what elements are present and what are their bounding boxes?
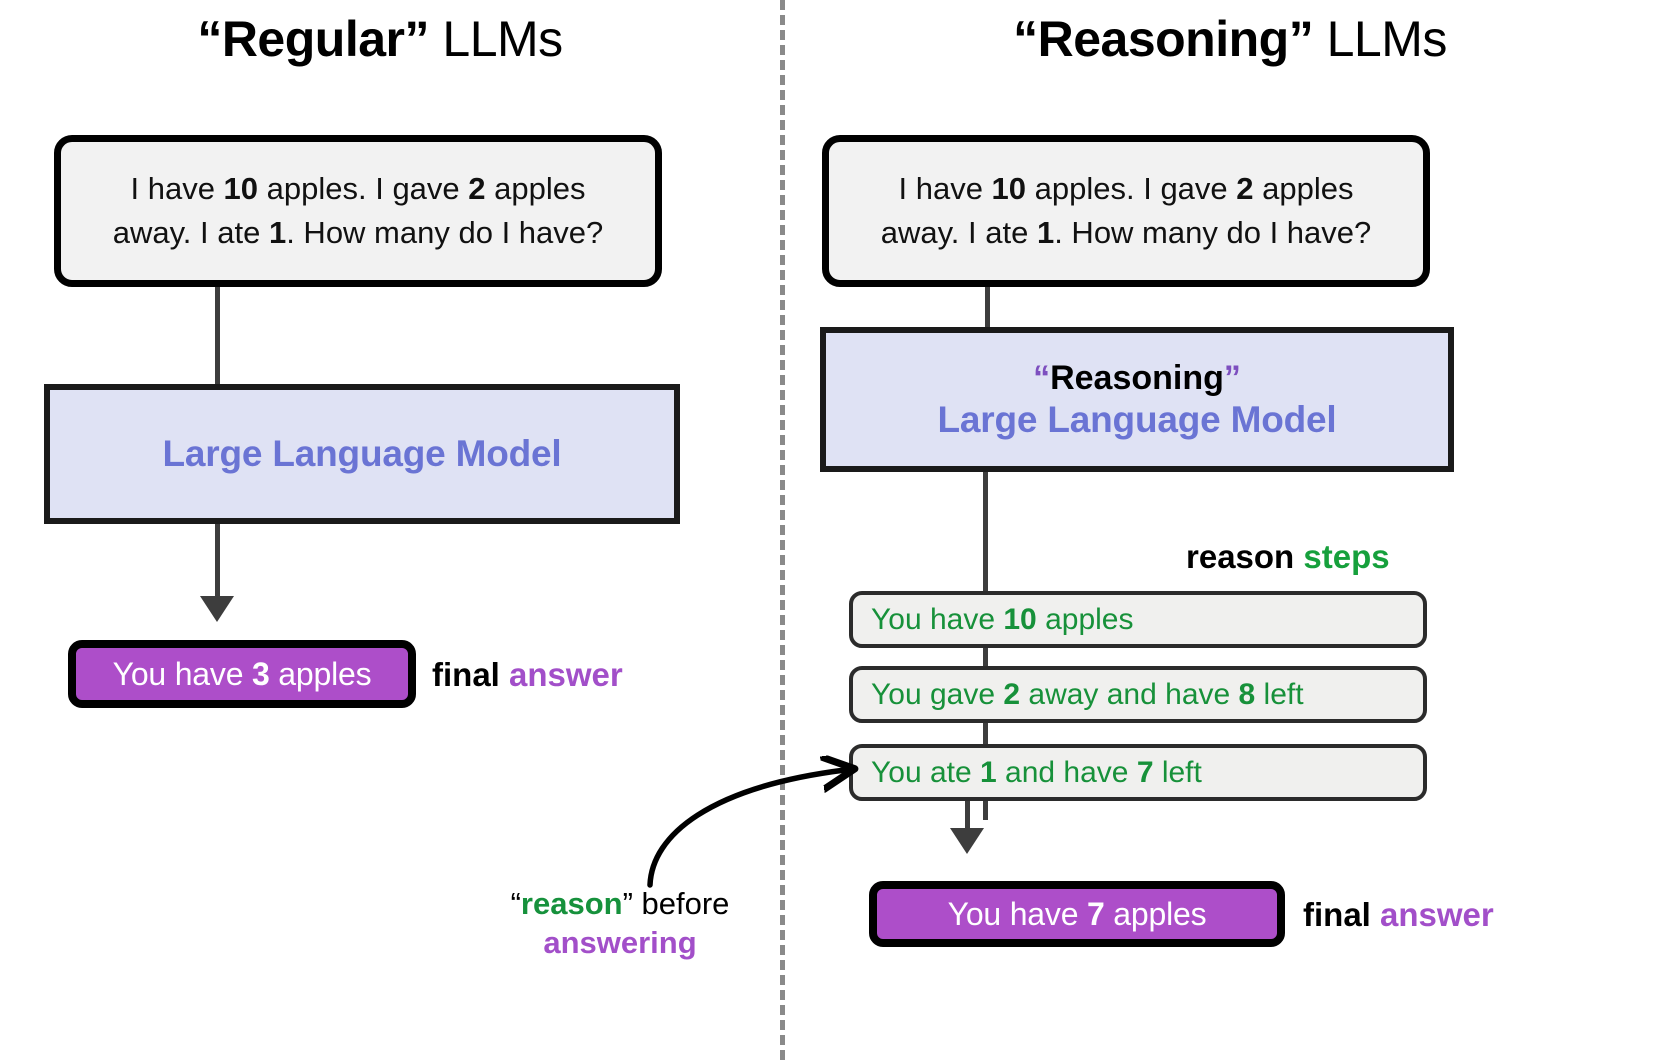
right-final-answer-label: final answer <box>1303 896 1494 934</box>
step1-num-1: 10 <box>1003 602 1037 636</box>
reason-steps-label-accent: steps <box>1303 538 1390 575</box>
left-answer-box: You have 3 apples <box>68 640 416 708</box>
right-prompt-text-5: . How many do I have? <box>1054 215 1372 250</box>
right-answer-box: You have 7 apples <box>869 881 1285 947</box>
right-answer-prefix: You have <box>947 895 1087 932</box>
annotation-reason-word: reason <box>520 886 623 921</box>
right-connector-prompt-to-llm <box>985 287 990 327</box>
left-prompt-text-4: away. I ate <box>112 215 269 250</box>
left-prompt-text-5: . How many do I have? <box>286 215 604 250</box>
right-llm-label: Large Language Model <box>937 398 1337 440</box>
left-final-answer-label-accent: answer <box>509 656 623 693</box>
annotation-before-word: before <box>632 886 730 921</box>
step2-num-2: 8 <box>1238 677 1256 711</box>
annotation-close-quote: ” <box>622 886 633 921</box>
left-column-title: “Regular” LLMs <box>0 14 760 64</box>
right-prompt-text-4: away. I ate <box>880 215 1037 250</box>
right-llm-box: “Reasoning” Large Language Model <box>820 327 1454 472</box>
right-prompt-num-2: 2 <box>1236 170 1254 206</box>
right-answer-number: 7 <box>1086 895 1105 932</box>
step3-text-3: left <box>1153 755 1202 789</box>
step3-text-2: and have <box>996 755 1137 789</box>
right-title-rest: LLMs <box>1313 11 1448 67</box>
left-prompt-box: I have 10 apples. I gave 2 apples away. … <box>54 135 662 287</box>
step1-text-2: apples <box>1036 602 1134 636</box>
right-llm-title: “Reasoning” <box>1033 358 1241 398</box>
step1-text-1: You have <box>871 602 1004 636</box>
left-prompt-num-2: 2 <box>468 170 486 206</box>
right-final-answer-label-accent: answer <box>1380 896 1494 933</box>
reason-step-3: You ate 1 and have 7 left <box>849 744 1427 801</box>
reason-step-2: You gave 2 away and have 8 left <box>849 666 1427 723</box>
annotation-answering-word: answering <box>543 924 697 960</box>
right-answer-suffix: apples <box>1104 895 1207 932</box>
left-prompt-num-1: 1 <box>268 215 287 250</box>
left-title-quoted: “Regular” <box>197 11 429 67</box>
reason-step-1: You have 10 apples <box>849 591 1427 648</box>
left-prompt-text-2: apples. I gave <box>258 170 469 206</box>
right-final-answer-label-bold: final <box>1303 896 1381 933</box>
right-llm-title-close-quote: ” <box>1223 358 1241 397</box>
curved-arrow-icon <box>647 735 870 888</box>
left-connector-prompt-to-llm <box>215 287 220 384</box>
right-prompt-box: I have 10 apples. I gave 2 apples away. … <box>822 135 1430 287</box>
left-prompt-num-10: 10 <box>223 170 259 206</box>
left-final-answer-label-bold: final <box>432 656 510 693</box>
left-answer-number: 3 <box>251 655 270 692</box>
left-final-answer-label: final answer <box>432 656 623 694</box>
step3-text-1: You ate <box>871 755 980 789</box>
step3-num-1: 1 <box>980 755 997 789</box>
left-llm-box: Large Language Model <box>44 384 680 524</box>
right-connector-through-steps <box>983 640 988 820</box>
step3-num-2: 7 <box>1136 755 1154 789</box>
right-prompt-num-10: 10 <box>991 170 1027 206</box>
left-prompt-text-1: I have <box>130 170 224 206</box>
step2-num-1: 2 <box>1003 677 1021 711</box>
left-title-rest: LLMs <box>429 11 563 67</box>
column-divider <box>780 0 785 1060</box>
left-arrow-head-icon <box>200 596 234 622</box>
step2-text-3: left <box>1255 677 1304 711</box>
left-prompt-text-3: apples <box>485 170 586 206</box>
left-answer-prefix: You have <box>112 655 252 692</box>
right-llm-title-open-quote: “ <box>1033 358 1051 397</box>
right-title-quoted: “Reasoning” <box>1013 11 1314 67</box>
reason-steps-label-bold: reason <box>1186 538 1304 575</box>
annotation-open-quote: “ <box>510 886 521 921</box>
right-prompt-text-2: apples. I gave <box>1026 170 1237 206</box>
right-llm-title-word: Reasoning <box>1050 358 1224 397</box>
left-connector-llm-to-answer <box>215 524 220 617</box>
step2-text-1: You gave <box>871 677 1004 711</box>
right-column-title: “Reasoning” LLMs <box>800 14 1660 64</box>
annotation-line-2: answering <box>455 924 785 963</box>
right-prompt-text-1: I have <box>898 170 992 206</box>
right-arrow-head-icon <box>950 828 984 854</box>
reason-steps-label: reason steps <box>1186 538 1390 576</box>
right-prompt-text-3: apples <box>1253 170 1354 206</box>
right-prompt-num-1: 1 <box>1036 215 1055 250</box>
step2-text-2: away and have <box>1020 677 1239 711</box>
left-llm-label: Large Language Model <box>162 433 562 475</box>
right-connector-steps-to-answer <box>965 801 970 849</box>
right-connector-llm-to-steps <box>983 472 988 640</box>
reason-before-answering-annotation: “reason” before answering <box>455 885 785 963</box>
left-answer-suffix: apples <box>269 655 372 692</box>
annotation-line-1: “reason” before <box>455 885 785 924</box>
